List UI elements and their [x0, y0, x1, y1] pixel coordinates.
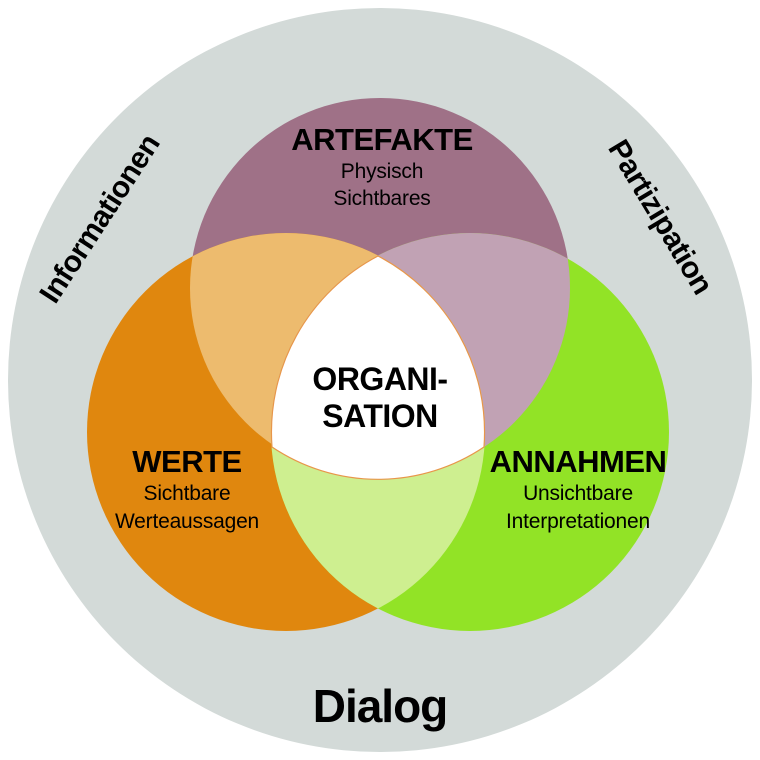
werte-title: WERTE	[132, 444, 241, 479]
annahmen-subtitle-2: Interpretationen	[506, 510, 650, 533]
artefakte-title: ARTEFAKTE	[291, 122, 473, 157]
artefakte-subtitle-1: Physisch	[341, 160, 423, 183]
annahmen-title: ANNAHMEN	[490, 444, 667, 479]
werte-subtitle-1: Sichtbare	[144, 482, 231, 505]
annahmen-subtitle-1: Unsichtbare	[523, 482, 633, 505]
ring-label-dialog: Dialog	[313, 680, 448, 732]
artefakte-subtitle-2: Sichtbares	[333, 187, 430, 210]
center-title-line1: ORGANI-	[312, 361, 447, 397]
center-intersection-shape	[270, 255, 486, 480]
werte-subtitle-2: Werteaussagen	[115, 510, 259, 533]
center-title-line2: SATION	[322, 398, 438, 434]
